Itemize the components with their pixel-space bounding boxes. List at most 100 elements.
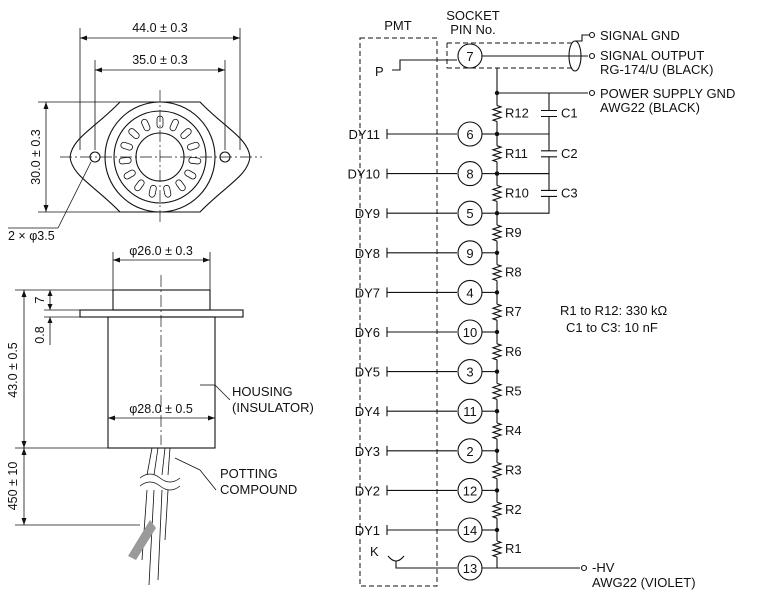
callout-housing-line1: HOUSING: [232, 384, 293, 399]
terminal-power-gnd: [588, 89, 596, 97]
resistor: [491, 264, 503, 282]
socket-pin-slot: [180, 128, 192, 139]
leader-potting: [174, 457, 201, 471]
socket-pin-slots: [118, 115, 202, 198]
dynode-lead: [386, 168, 457, 179]
dynode-label: DY5: [355, 365, 380, 380]
dim-height-flange: 30.0 ± 0.3: [29, 129, 43, 185]
dynode-lead: [386, 485, 457, 496]
socket-pin-number: 14: [463, 523, 477, 538]
label-signal-gnd: SIGNAL GND: [600, 28, 680, 43]
dynode-label: DY4: [355, 404, 380, 419]
label-power-wire: AWG22 (BLACK): [600, 100, 700, 115]
header-pmt: PMT: [384, 18, 412, 33]
resistor: [491, 184, 503, 202]
capacitor-label: C1: [561, 106, 578, 121]
socket-pin-slot: [120, 141, 133, 151]
capacitor-label: C3: [561, 185, 578, 200]
resistor-label: R5: [505, 383, 522, 398]
dim-flange-thickness: 0.8: [33, 326, 47, 343]
resistor: [491, 224, 503, 242]
socket-pin-number: 6: [466, 127, 473, 142]
dynode-label: DY1: [355, 523, 380, 538]
lead-wires: [128, 447, 181, 586]
anode-label: P: [375, 64, 384, 79]
header-socket: SOCKET: [446, 8, 500, 23]
resistor-label: R3: [505, 463, 522, 478]
socket-pin-number: 2: [466, 444, 473, 459]
label-signal-cable: RG-174/U (BLACK): [600, 62, 713, 77]
resistor-label: R1: [505, 541, 522, 556]
callout-housing-line2: (INSULATOR): [232, 400, 314, 415]
socket-pin-slot: [148, 184, 157, 198]
anode-line: [392, 59, 457, 71]
junction-dot: [494, 131, 500, 137]
socket-pin-slot: [141, 118, 151, 132]
socket-pin-slot: [118, 156, 132, 165]
socket-pin-slot: [175, 179, 186, 192]
socket-pin-slot: [163, 184, 172, 198]
resistor-label: R7: [505, 304, 522, 319]
dynode-lead: [386, 247, 457, 258]
socket-pin-number: 13: [463, 561, 477, 576]
socket-pin-slot: [123, 169, 136, 180]
top-view: 44.0 ± 0.3 35.0 ± 0.3 30.0 ± 0.3 2 × φ3.…: [8, 21, 262, 243]
dim-diameter-top: φ26.0 ± 0.3: [129, 244, 193, 258]
resistor-label: R10: [505, 185, 529, 200]
capacitor: [541, 189, 557, 197]
dynode-label: DY9: [355, 206, 380, 221]
resistor: [491, 501, 503, 519]
cathode-symbol: [387, 555, 405, 562]
resistor-label: R9: [505, 225, 522, 240]
terminal-signal-output: [588, 52, 596, 60]
dim-width-holes: 35.0 ± 0.3: [132, 53, 188, 67]
dynode-lead: [386, 327, 457, 337]
socket-pin-number: 11: [463, 404, 477, 419]
side-flange: [79, 309, 244, 318]
socket-pin-number: 7: [466, 49, 473, 64]
socket-pin-number: 9: [466, 246, 473, 261]
dynode-label: DY10: [347, 167, 380, 182]
dynode-label: DY6: [355, 325, 380, 340]
capacitor: [541, 150, 557, 158]
dynode-lead: [386, 406, 457, 417]
capacitor-values: C1 to C3: 10 nF: [566, 320, 658, 335]
dynode-lead: [386, 208, 457, 219]
resistor: [491, 382, 503, 400]
pmt-boundary: [359, 37, 438, 587]
resistor-label: R11: [505, 146, 528, 161]
terminal-signal-gnd: [588, 31, 596, 39]
dim-flange-gap: 7: [33, 296, 47, 303]
dynode-lead: [386, 366, 457, 377]
socket-pin-slot: [169, 118, 179, 132]
socket-pin-slot: [128, 128, 140, 139]
side-view: φ26.0 ± 0.3 φ28.0 ± 0.5 43.0 ± 0.5 7 0.8…: [6, 244, 314, 586]
terminal-hv: [580, 564, 588, 572]
dynode-label: DY2: [355, 483, 380, 498]
dynode-lead: [386, 287, 457, 298]
callout-potting-line2: COMPOUND: [220, 482, 297, 497]
header-pin-no: PIN No.: [450, 22, 496, 37]
dynode-lead: [386, 525, 457, 535]
socket-top-cap: [112, 289, 211, 311]
resistor-label: R6: [505, 344, 522, 359]
socket-pin-number: 10: [463, 325, 477, 340]
leader-potting: [199, 469, 217, 491]
socket-pin-number: 5: [466, 206, 473, 221]
resistor-label: R12: [505, 106, 529, 121]
dynode-label: DY11: [348, 127, 380, 142]
socket-pin-number: 3: [466, 365, 473, 380]
dim-arrows: [47, 290, 53, 310]
capacitor-wire: [497, 173, 550, 214]
dynode-label: DY8: [355, 246, 380, 261]
resistor-label: R2: [505, 502, 522, 517]
signal-gnd-line: [575, 34, 590, 42]
dim-height-body: 43.0 ± 0.5: [6, 342, 20, 398]
cathode-line: [395, 561, 457, 569]
wire-bundle-shading: [128, 520, 156, 560]
socket-pin-number: 4: [466, 285, 473, 300]
leader-housing: [214, 384, 231, 401]
